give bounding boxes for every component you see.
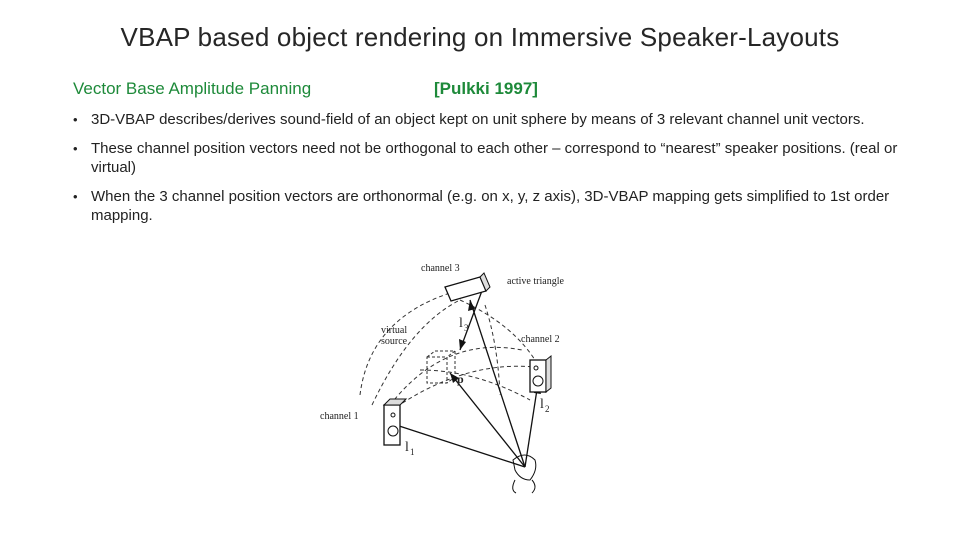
source-label: source [381,336,408,347]
bullet-list: • 3D-VBAP describes/derives sound-field o… [72,110,902,235]
l2-label: l [540,397,544,412]
bullet-text: When the 3 channel position vectors are … [91,188,890,224]
channel3-label: channel 3 [421,263,460,274]
bullet-item: • When the 3 channel position vectors are… [72,187,902,225]
channel3-speaker-icon [444,272,491,302]
virtual-label: virtual [381,325,407,336]
vector-l2 [524,382,539,468]
virtual-source-front [426,356,448,384]
l3-subscript: 3 [464,323,469,333]
arc-ch3-ch2 [459,299,539,366]
vbap-diagram-svg: channel 3 active triangle virtual source… [320,263,564,494]
listener-icon [512,454,537,494]
vector-lines [389,287,539,468]
arrowhead-triangle-icon [459,339,466,350]
bullet-text: 3D-VBAP describes/derives sound-field of… [91,111,865,128]
arc-vertical [484,304,501,396]
bullet-dot-icon: • [73,112,78,127]
subtitle-row: Vector Base Amplitude Panning [Pulkki 19… [73,79,933,101]
subtitle: Vector Base Amplitude Panning [73,79,312,98]
bullet-dot-icon: • [73,141,78,156]
citation: [Pulkki 1997] [434,79,538,98]
arc-inner [389,346,523,406]
arrowhead-l3-icon [468,300,475,311]
arc-ch1-ch2 [384,365,536,416]
p-label: p [457,372,464,386]
channel1-label: channel 1 [320,411,359,422]
vector-p [449,372,526,468]
l3-label: l [459,316,463,331]
arc-outer [359,289,461,396]
vector-l3 [469,299,526,468]
l1-subscript: 1 [410,447,415,457]
vbap-diagram: channel 3 active triangle virtual source… [310,255,600,500]
active-triangle-pointer [459,287,484,351]
bullet-dot-icon: • [73,189,78,204]
virtual-source-top [426,350,457,358]
arrowhead-p-icon [450,373,459,383]
slide-title: VBAP based object rendering on Immersive… [120,22,840,52]
bullet-item: • 3D-VBAP describes/derives sound-field o… [72,110,902,129]
channel2-speaker-icon [529,354,552,394]
arc-ch1-ch3 [371,299,461,406]
channel2-label: channel 2 [521,334,560,345]
active-triangle-label: active triangle [507,276,564,287]
l2-subscript: 2 [545,404,550,414]
channel1-speaker-icon [382,398,408,446]
arrowheads [390,300,541,429]
vector-l1 [389,422,526,468]
bullet-text: These channel position vectors need not … [91,140,898,176]
bullet-item: • These channel position vectors need not… [72,139,902,177]
l1-label: l [405,440,409,455]
sphere-arcs [359,289,539,416]
